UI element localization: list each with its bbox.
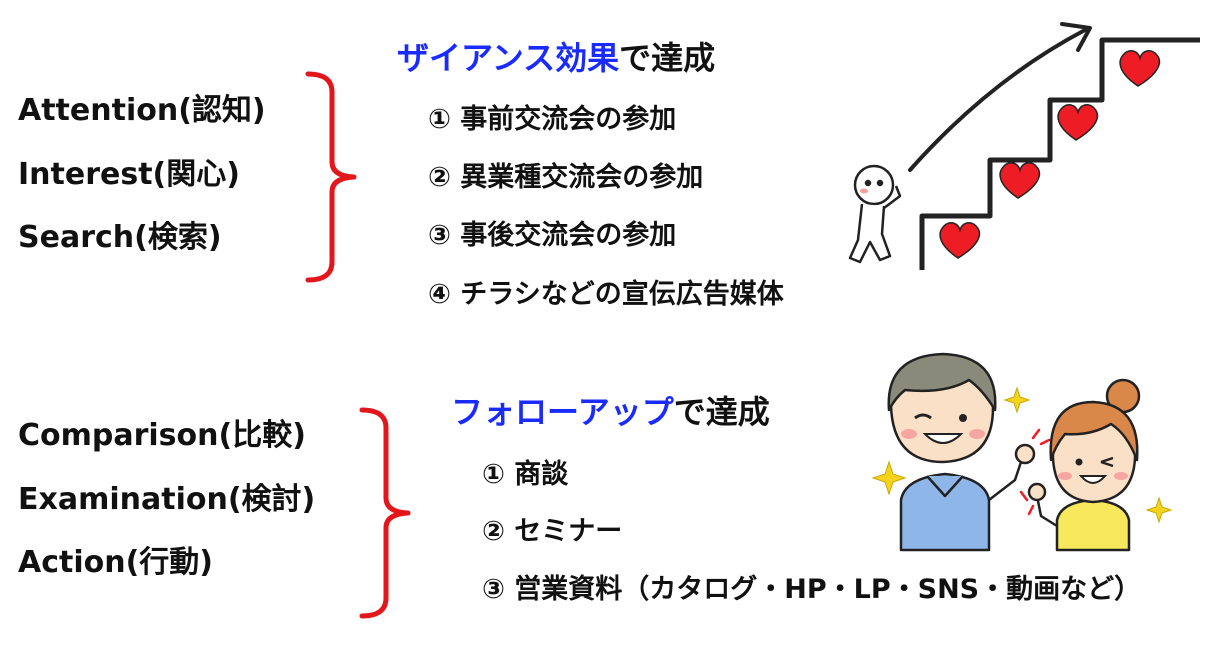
stage-attention: Attention(認知) [18,93,266,128]
list-item: ② 異業種交流会の参加 [428,162,704,193]
list-item: ④ チラシなどの宣伝広告媒体 [428,279,784,310]
stage-examination: Examination(検討) [18,482,316,517]
list-item: ① 事前交流会の参加 [428,104,677,135]
list-item: ① 商談 [482,459,569,490]
heart-icon [999,162,1041,199]
heading-followup: フォローアップで達成 [451,396,770,428]
heart-icon [1119,50,1161,87]
heading-suffix: で達成 [619,39,716,77]
red-brace-2 [359,407,411,619]
arrow-up-icon [908,22,1092,172]
sparkle-star-icon [871,460,907,496]
list-item: ③ 事後交流会の参加 [428,220,677,251]
sparkle-star-icon [1145,496,1173,524]
red-brace-1 [305,71,357,283]
staircase-hearts-illustration [848,22,1200,270]
heart-icon [939,222,981,259]
stage-comparison: Comparison(比較) [18,418,306,453]
heart-icon [1057,104,1099,141]
stage-action: Action(行動) [18,545,214,580]
heading-zajonc: ザイアンス効果で達成 [397,42,715,74]
list-item: ② セミナー [482,516,623,547]
thumbs-ok-couple-illustration [871,352,1173,552]
sparkle-star-icon [1003,386,1031,414]
stage-search: Search(検索) [18,220,222,255]
heading-highlight: フォローアップ [451,393,674,431]
list-item: ③ 営業資料（カタログ・HP・LP・SNS・動画など） [482,574,1142,605]
climbing-figure-icon [848,164,902,264]
stage-interest: Interest(関心) [18,157,240,192]
heading-highlight: ザイアンス効果 [397,39,620,77]
heading-suffix: で達成 [673,393,770,431]
